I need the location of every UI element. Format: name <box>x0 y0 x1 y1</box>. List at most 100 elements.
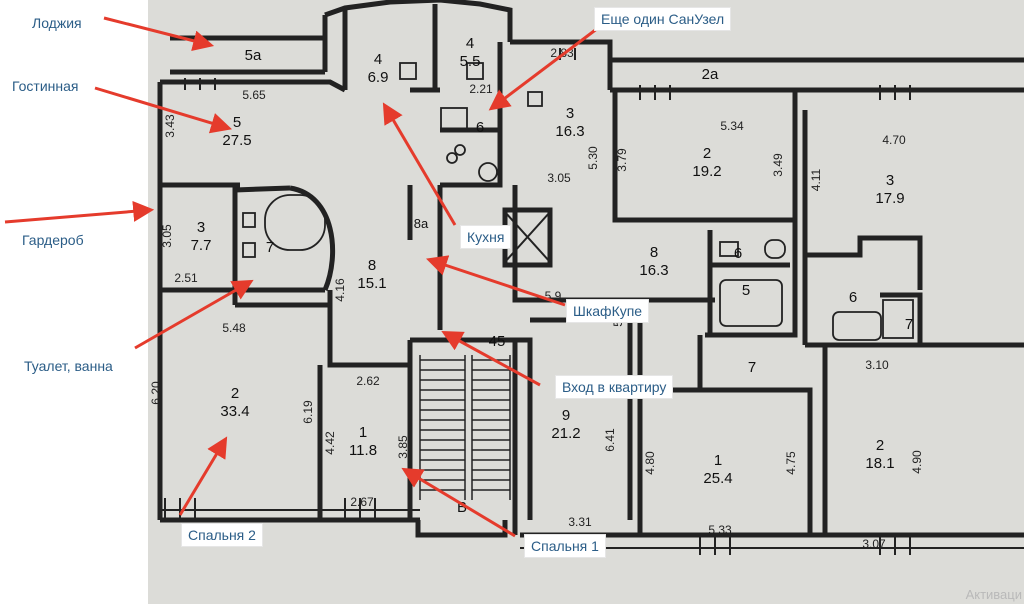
arrow-second-bathroom <box>488 26 599 111</box>
svg-text:B: B <box>457 499 467 516</box>
room-2c: 233.4 <box>220 385 249 420</box>
callout-living-room: Гостинная <box>12 78 79 94</box>
room-1a: 111.8 <box>349 424 377 459</box>
room-1b: 125.4 <box>703 452 732 487</box>
svg-text:3: 3 <box>886 172 894 189</box>
room-2b: 219.2 <box>692 145 721 180</box>
dimension: 3.05 <box>547 171 571 185</box>
dimension: 4.90 <box>910 450 924 474</box>
svg-text:16.3: 16.3 <box>555 123 584 140</box>
room-8b: 815.1 <box>357 257 386 292</box>
svg-text:7: 7 <box>266 239 274 256</box>
callout-bedroom-2: Спальня 2 <box>181 523 263 547</box>
room-6c: 6 <box>849 289 857 306</box>
dimension: 5.33 <box>708 523 732 537</box>
dimension: 5.65 <box>242 88 266 102</box>
svg-text:16.3: 16.3 <box>639 262 668 279</box>
svg-text:6: 6 <box>476 119 484 136</box>
dimension-labels: 2.83 5.65 2.21 3.43 5.34 4.70 3.05 5.30 … <box>149 46 924 551</box>
dimension: 4.42 <box>323 431 337 455</box>
dimension: 2.21 <box>469 82 493 96</box>
callout-second-bathroom: Еще один СанУзел <box>594 7 732 31</box>
svg-text:21.2: 21.2 <box>551 425 580 442</box>
fixtures <box>242 62 914 341</box>
dimension: 3.49 <box>771 153 785 177</box>
arrow-living <box>94 86 233 134</box>
dimension: 3.05 <box>160 224 174 248</box>
dimension: 3.10 <box>865 358 889 372</box>
room-3c: 37.7 <box>191 219 212 254</box>
room-2a: 2a <box>702 66 719 83</box>
callout-wardrobe: Гардероб <box>22 232 84 248</box>
room-4a: 46.9 <box>368 51 389 86</box>
room-7b: 7 <box>905 316 913 333</box>
bathtub <box>264 194 326 251</box>
svg-text:8: 8 <box>368 257 376 274</box>
arrow-toilet-bath <box>134 279 254 350</box>
svg-text:6.9: 6.9 <box>368 69 389 86</box>
svg-text:5a: 5a <box>245 47 262 64</box>
callout-kitchen: Кухня <box>460 225 512 249</box>
callout-arrows <box>4 16 599 538</box>
svg-text:7: 7 <box>905 316 913 333</box>
svg-text:8a: 8a <box>414 216 429 231</box>
room-3a: 316.3 <box>555 105 584 140</box>
room-3b: 317.9 <box>875 172 904 207</box>
svg-text:2: 2 <box>876 437 884 454</box>
svg-text:1: 1 <box>359 424 367 441</box>
room-2d: 218.1 <box>865 437 894 472</box>
room-5b: 527.5 <box>222 114 251 149</box>
room-9: 921.2 <box>551 407 580 442</box>
svg-text:15.1: 15.1 <box>357 275 386 292</box>
svg-text:5.5: 5.5 <box>460 53 481 70</box>
callout-loggia: Лоджия <box>32 15 82 31</box>
room-5c: 5 <box>742 282 750 299</box>
dimension: 5.34 <box>720 119 744 133</box>
dimension: 4.80 <box>643 451 657 475</box>
svg-text:4: 4 <box>374 51 382 68</box>
stairs <box>419 355 511 500</box>
dimension: 6.19 <box>301 400 315 424</box>
room-8a: 8a <box>414 216 429 231</box>
svg-text:19.2: 19.2 <box>692 163 721 180</box>
svg-text:45: 45 <box>489 333 506 350</box>
svg-text:6: 6 <box>849 289 857 306</box>
svg-text:2a: 2a <box>702 66 719 83</box>
toilet <box>242 242 256 258</box>
svg-text:18.1: 18.1 <box>865 455 894 472</box>
walls <box>157 0 1024 549</box>
svg-text:5: 5 <box>742 282 750 299</box>
svg-text:8: 8 <box>650 244 658 261</box>
svg-text:27.5: 27.5 <box>222 132 251 149</box>
dimension: 2.67 <box>350 495 374 509</box>
dimension: 4.70 <box>882 133 906 147</box>
dimension: 6.20 <box>149 381 163 405</box>
dimension: 6.41 <box>603 428 617 452</box>
dimension: 3.43 <box>163 114 177 138</box>
svg-text:2: 2 <box>703 145 711 162</box>
svg-text:9: 9 <box>562 407 570 424</box>
dimension: 3.85 <box>396 435 410 459</box>
svg-text:5: 5 <box>233 114 241 131</box>
room-5a: 5a <box>245 47 262 64</box>
watermark: Активаци <box>965 587 1022 602</box>
callout-entrance: Вход в квартиру <box>555 375 674 399</box>
dimension: 5.30 <box>586 146 600 170</box>
svg-text:25.4: 25.4 <box>703 470 732 487</box>
dimension: 5.48 <box>222 321 246 335</box>
arrow-wardrobe-coupe <box>426 255 566 307</box>
room-6a: 6 <box>476 119 484 136</box>
dimension: 3.31 <box>568 515 592 529</box>
dimension: 2.51 <box>174 271 198 285</box>
svg-text:3: 3 <box>197 219 205 236</box>
callout-wardrobe-coupe: ШкафКупе <box>566 299 650 323</box>
callout-bedroom-1: Спальня 1 <box>524 534 606 558</box>
svg-text:7: 7 <box>748 359 756 376</box>
arrow-bedroom2 <box>178 436 228 516</box>
dimension: 3.79 <box>615 148 629 172</box>
svg-text:6: 6 <box>734 245 742 262</box>
svg-text:33.4: 33.4 <box>220 403 249 420</box>
room-45: 45 <box>489 333 506 350</box>
dimension: 2.62 <box>356 374 380 388</box>
